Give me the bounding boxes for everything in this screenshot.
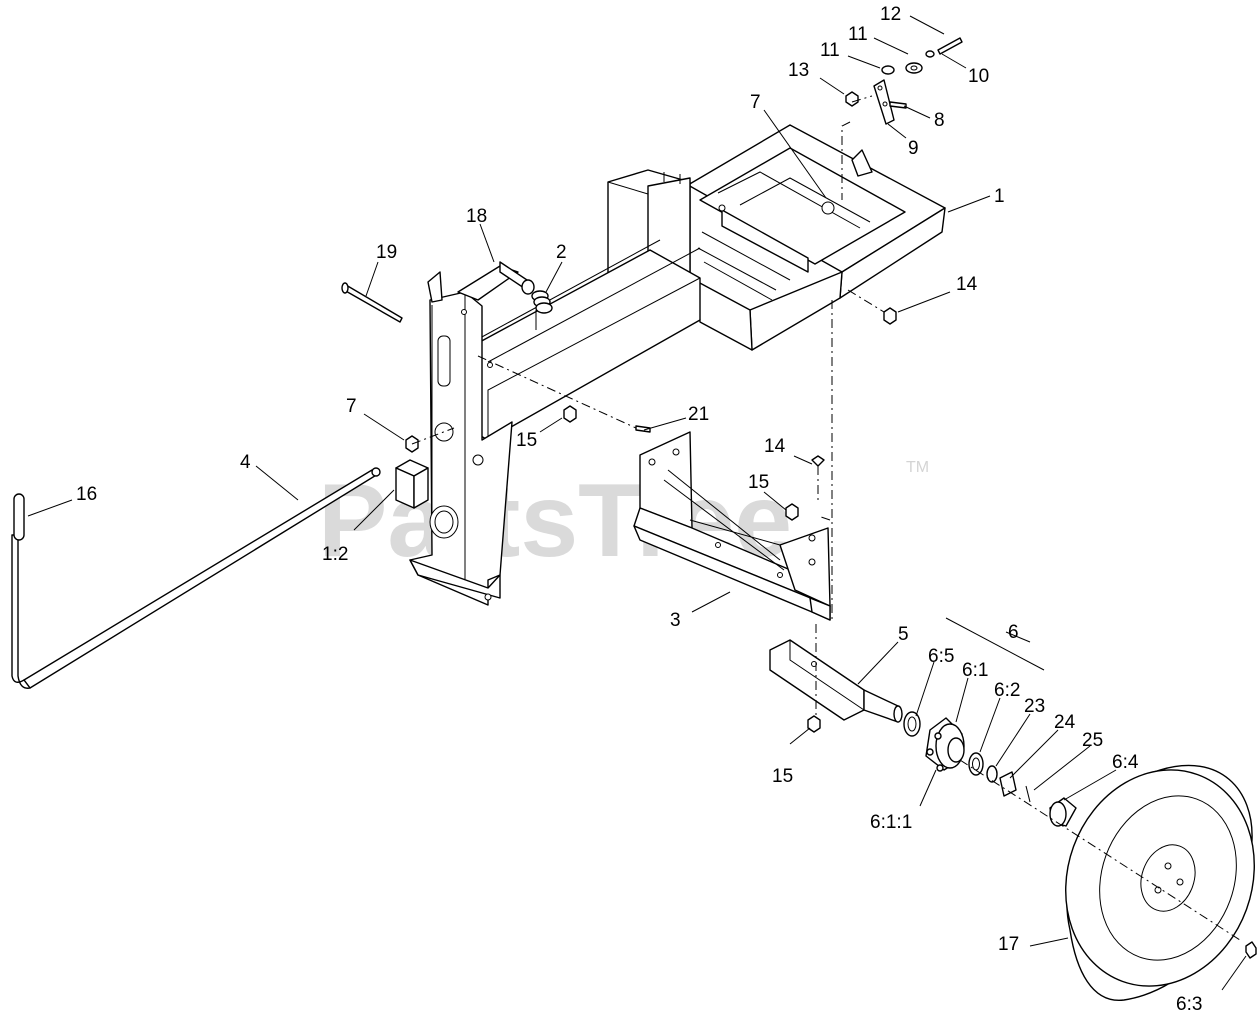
callout-4: 4 bbox=[240, 452, 251, 473]
callout-14-upper: 14 bbox=[956, 274, 978, 295]
pull-handle bbox=[457, 261, 535, 301]
callout-5: 5 bbox=[898, 624, 909, 645]
spring-and-handle bbox=[457, 261, 553, 330]
callout-12: 12 bbox=[880, 4, 901, 25]
callout-21: 21 bbox=[688, 404, 709, 425]
leader-lines bbox=[27, 15, 1247, 991]
callout-19: 19 bbox=[376, 242, 397, 263]
wear-block bbox=[395, 459, 429, 509]
callout-11-lower: 11 bbox=[820, 40, 840, 61]
callout-2: 2 bbox=[556, 242, 567, 263]
callout-6-2: 6:2 bbox=[994, 680, 1020, 701]
callout-6-3: 6:3 bbox=[1176, 994, 1202, 1015]
callout-1-2: 1:2 bbox=[322, 544, 348, 565]
callout-6-4: 6:4 bbox=[1112, 752, 1139, 773]
watermark-trademark: TM bbox=[906, 459, 929, 476]
callout-6-1: 6:1 bbox=[962, 660, 988, 681]
callout-18: 18 bbox=[466, 206, 487, 227]
callout-8: 8 bbox=[934, 110, 945, 131]
tow-rod bbox=[11, 467, 381, 689]
callout-labels: 12 11 11 10 13 8 9 7 1 18 19 2 14 7 21 1… bbox=[76, 4, 1202, 1015]
callout-23: 23 bbox=[1024, 696, 1045, 717]
callout-25: 25 bbox=[1082, 730, 1103, 751]
callout-15-lower: 15 bbox=[772, 766, 793, 787]
callout-10: 10 bbox=[968, 66, 989, 87]
hub-assembly bbox=[903, 711, 1077, 827]
axle-bracket bbox=[633, 431, 831, 621]
clevis-pin bbox=[341, 282, 403, 323]
callout-6-5: 6:5 bbox=[928, 646, 954, 667]
hardware bbox=[405, 37, 1257, 959]
callout-9: 9 bbox=[908, 138, 919, 159]
callout-7-top: 7 bbox=[750, 92, 761, 113]
callout-15-upper: 15 bbox=[516, 430, 537, 451]
callout-11-upper: 11 bbox=[848, 24, 868, 45]
spring bbox=[531, 290, 553, 330]
callout-6-1-1: 6:1:1 bbox=[870, 812, 912, 833]
main-frame bbox=[409, 124, 946, 606]
callout-13: 13 bbox=[788, 60, 809, 81]
callout-6: 6 bbox=[1008, 622, 1019, 643]
callout-16: 16 bbox=[76, 484, 97, 505]
callout-14-middle: 14 bbox=[764, 436, 786, 457]
callout-1: 1 bbox=[994, 186, 1005, 207]
callout-7-left: 7 bbox=[346, 396, 357, 417]
callout-3: 3 bbox=[670, 610, 681, 631]
centerlines bbox=[411, 95, 1241, 941]
callout-24: 24 bbox=[1054, 712, 1076, 733]
wheel bbox=[1065, 764, 1255, 1001]
callout-15-middle: 15 bbox=[748, 472, 769, 493]
axle-spindle bbox=[769, 639, 903, 723]
callout-17: 17 bbox=[998, 934, 1019, 955]
